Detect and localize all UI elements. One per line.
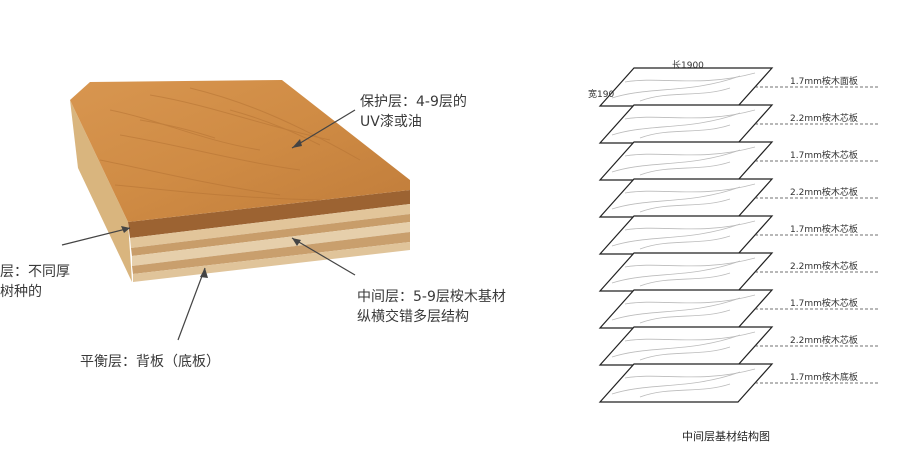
- layer-label: 2.2mm桉木芯板: [790, 188, 858, 198]
- layer-plate: [598, 104, 880, 144]
- callout-middle-line2: 纵横交错多层结构: [357, 309, 469, 325]
- board-long-side: [70, 100, 132, 282]
- layer-label: 1.7mm桉木芯板: [790, 151, 858, 161]
- layer-label: 2.2mm桉木芯板: [790, 336, 858, 346]
- layer-label: 2.2mm桉木芯板: [790, 262, 858, 272]
- callout-leaders: [61, 109, 356, 341]
- callout-middle-line1: 中间层：5-9层桉木基材: [357, 289, 506, 305]
- board-end-grain: [128, 190, 410, 282]
- layer-label: 1.7mm桉木面板: [790, 77, 858, 87]
- structure-caption: 中间层基材结构图: [682, 430, 770, 443]
- wood-grain: [99, 87, 361, 201]
- callout-balance-layer: 平衡层：背板（底板）: [80, 352, 220, 372]
- callout-protect-line1: 保护层：4-9层的: [360, 94, 467, 110]
- width-label: 宽190: [588, 90, 615, 100]
- callout-arrowheads: [121, 139, 302, 278]
- callout-balance-line1: 平衡层：背板（底板）: [80, 354, 220, 370]
- layer-label: 2.2mm桉木芯板: [790, 114, 858, 124]
- layer-label: 1.7mm桉木底板: [790, 373, 858, 383]
- layer-plate: [598, 363, 880, 403]
- board-top-face: [70, 80, 410, 222]
- layer-plate: [598, 252, 880, 292]
- callout-face-line2: 树种的: [0, 284, 42, 300]
- callout-face-line1: 层：不同厚: [0, 264, 70, 280]
- layer-label: 1.7mm桉木芯板: [790, 225, 858, 235]
- callout-protect-layer: 保护层：4-9层的 UV漆或油: [360, 92, 467, 132]
- callout-middle-layer: 中间层：5-9层桉木基材 纵横交错多层结构: [357, 287, 506, 327]
- callout-face-layer: 层：不同厚 树种的: [0, 262, 70, 302]
- callout-protect-line2: UV漆或油: [360, 114, 422, 130]
- layer-label: 1.7mm桉木芯板: [790, 299, 858, 309]
- length-label: 长1900: [672, 61, 704, 71]
